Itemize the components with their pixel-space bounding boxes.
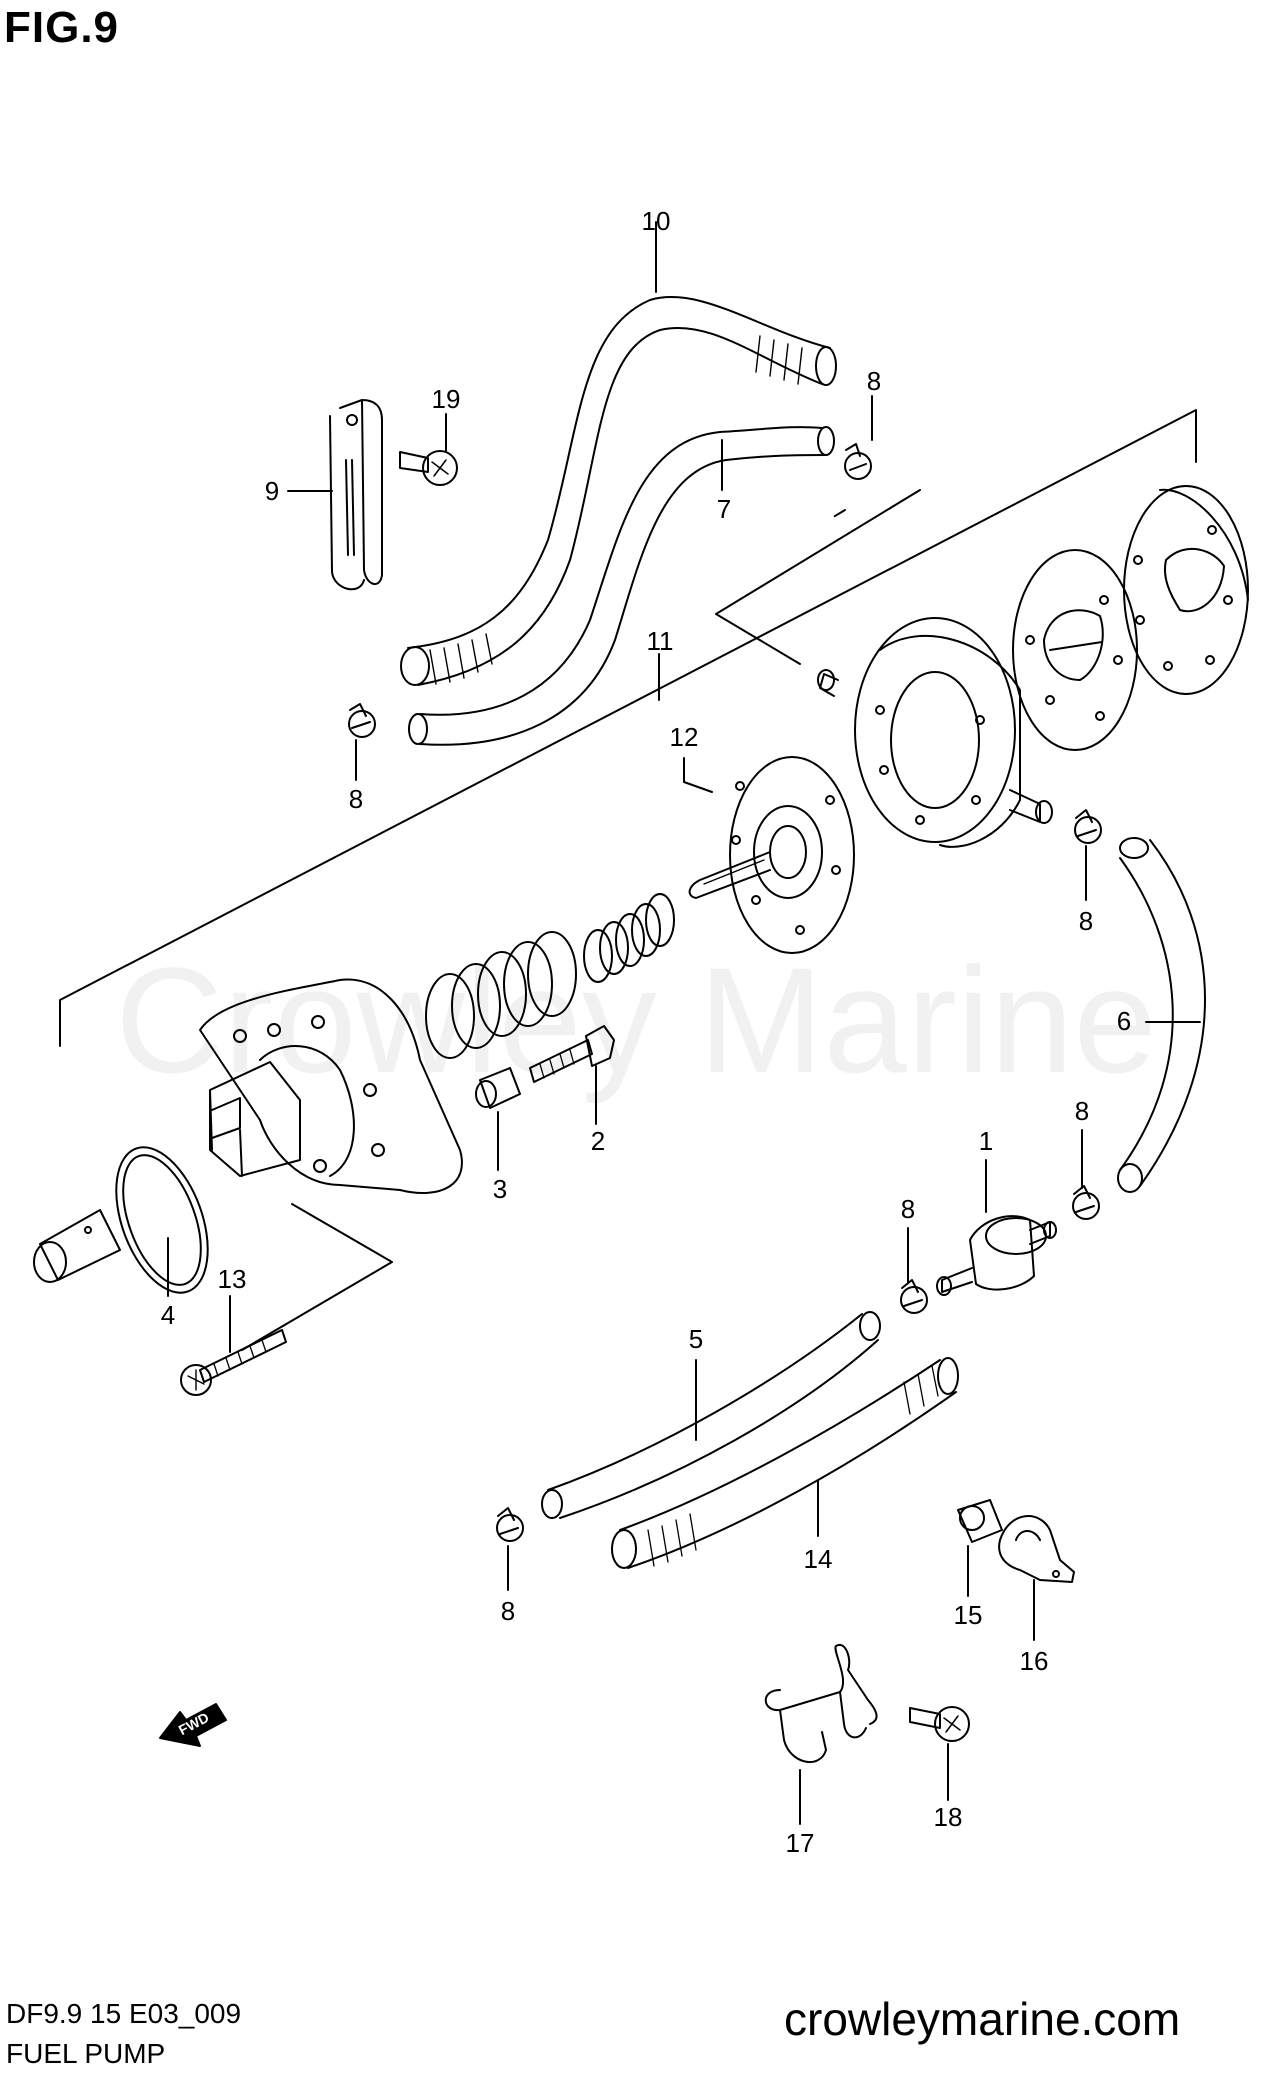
clamp-part-8-top bbox=[844, 395, 873, 480]
callout-11: 11 bbox=[647, 626, 674, 656]
callout-13: 13 bbox=[218, 1264, 247, 1294]
screw-part-18 bbox=[909, 1706, 970, 1801]
wire-clip-part-17 bbox=[764, 1643, 878, 1825]
callout-9: 9 bbox=[265, 476, 279, 506]
pump-gasket bbox=[1012, 549, 1138, 751]
sleeve-part-3 bbox=[475, 1067, 521, 1171]
plunger-cap bbox=[33, 1209, 121, 1283]
callout-8: 8 bbox=[867, 366, 881, 396]
o-ring-part-4 bbox=[115, 1146, 209, 1297]
callout-7: 7 bbox=[717, 494, 731, 524]
callout-18: 18 bbox=[934, 1802, 963, 1832]
screw-part-19 bbox=[399, 413, 458, 486]
diaphragm-part-12 bbox=[688, 756, 855, 954]
hose-part-7 bbox=[408, 426, 835, 746]
clamp-part-8-right-upper bbox=[1074, 809, 1102, 901]
clamp-part-8-left bbox=[348, 703, 376, 781]
callout-8: 8 bbox=[901, 1194, 915, 1224]
fuel-filter-part-1 bbox=[936, 1159, 1057, 1296]
clamp-part-16 bbox=[998, 1515, 1075, 1641]
clamp-part-8-right-lower bbox=[1072, 1129, 1100, 1220]
hose-part-10 bbox=[400, 221, 837, 686]
pump-outer-cover bbox=[1123, 485, 1249, 695]
leader-part-11-12 bbox=[658, 653, 713, 793]
callout-17: 17 bbox=[786, 1828, 815, 1858]
callout-8: 8 bbox=[1079, 906, 1093, 936]
callout-15: 15 bbox=[954, 1600, 983, 1630]
callout-12: 12 bbox=[670, 722, 699, 752]
bolt-part-2 bbox=[529, 1025, 615, 1125]
hose-part-14 bbox=[611, 1357, 959, 1569]
callout-1: 1 bbox=[979, 1126, 993, 1156]
model-code: DF9.9 15 E03_009 bbox=[6, 1998, 242, 2029]
callout-8: 8 bbox=[501, 1596, 515, 1626]
clamp-part-8-bottom bbox=[496, 1507, 524, 1591]
bracket-part-9 bbox=[287, 399, 383, 591]
screw-part-13 bbox=[180, 1295, 287, 1396]
callout-4: 4 bbox=[161, 1300, 175, 1330]
site-url-link[interactable]: crowleymarine.com bbox=[784, 1993, 1181, 2045]
pump-body-ring bbox=[817, 617, 1053, 848]
assembly-outline bbox=[59, 409, 1197, 1351]
figure-title: FIG.9 bbox=[4, 3, 120, 52]
callout-10: 10 bbox=[642, 206, 671, 236]
callout-6: 6 bbox=[1117, 1006, 1131, 1036]
callout-5: 5 bbox=[689, 1324, 703, 1354]
clamp-part-8-middle bbox=[900, 1227, 928, 1314]
spring-large bbox=[425, 931, 577, 1059]
callout-2: 2 bbox=[591, 1126, 605, 1156]
callout-3: 3 bbox=[493, 1174, 507, 1204]
hose-part-5 bbox=[541, 1311, 881, 1519]
hose-part-6 bbox=[1117, 837, 1206, 1193]
callout-8: 8 bbox=[1075, 1096, 1089, 1126]
collar-part-15 bbox=[957, 1499, 1003, 1597]
callout-14: 14 bbox=[804, 1544, 833, 1574]
callout-19: 19 bbox=[432, 384, 461, 414]
callout-8: 8 bbox=[349, 784, 363, 814]
pump-housing bbox=[199, 978, 463, 1195]
fwd-arrow-icon bbox=[159, 1703, 227, 1747]
spring-small bbox=[583, 893, 675, 983]
figure-caption: FUEL PUMP bbox=[6, 2038, 166, 2069]
callout-16: 16 bbox=[1020, 1646, 1049, 1676]
